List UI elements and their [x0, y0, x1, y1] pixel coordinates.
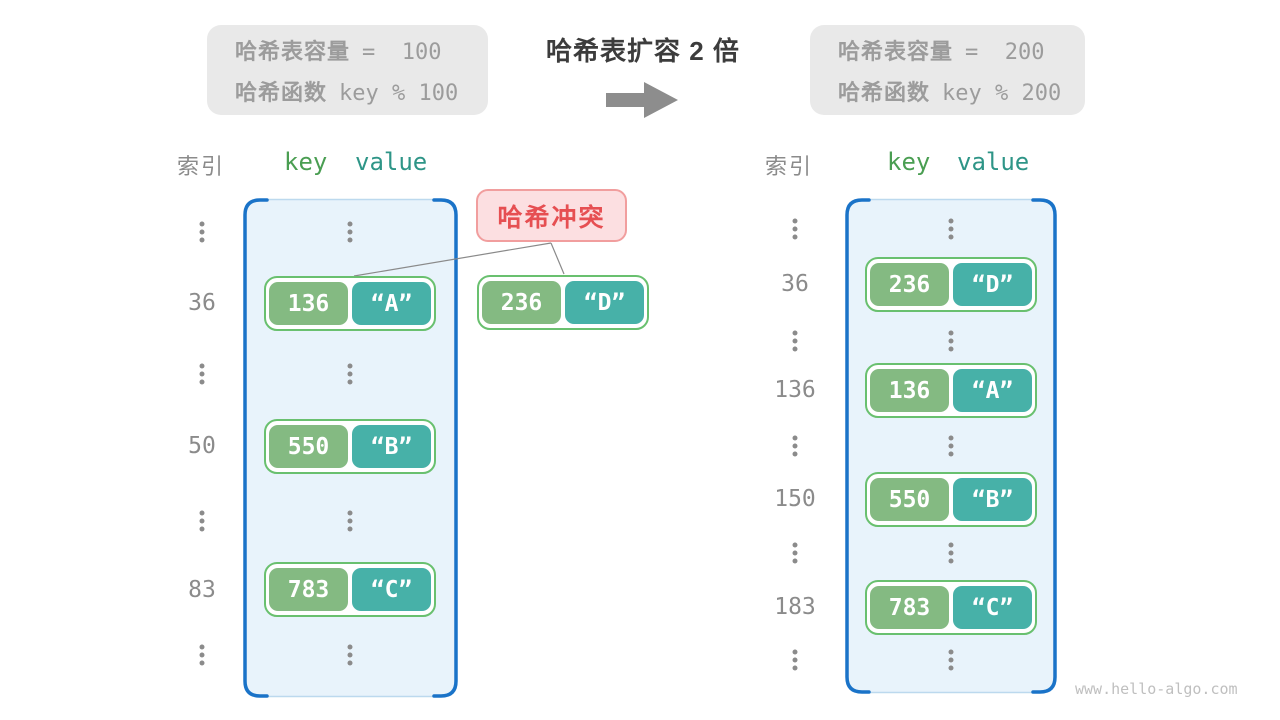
key-cell: 136 [870, 369, 949, 412]
ellipsis-icon [948, 542, 954, 564]
kv-pair: 550 “B” [865, 472, 1037, 527]
index-label: 136 [774, 377, 816, 403]
ellipsis-icon [792, 649, 798, 671]
key-cell: 236 [870, 263, 949, 306]
ellipsis-icon [948, 330, 954, 352]
page-title: 哈希表扩容 2 倍 [546, 36, 740, 66]
index-label: 150 [774, 486, 816, 512]
hash-function-value: key % 100 [339, 80, 459, 106]
capacity-label: 哈希表容量 [235, 38, 351, 64]
ellipsis-icon [347, 363, 353, 385]
index-label: 50 [188, 433, 216, 459]
ellipsis-icon [792, 330, 798, 352]
key-cell: 136 [269, 282, 348, 325]
kv-pair: 550 “B” [264, 419, 436, 474]
column-header-value: value [355, 148, 428, 176]
value-cell: “C” [953, 586, 1032, 629]
key-cell: 236 [482, 281, 561, 324]
collision-callout: 哈希冲突 [476, 189, 627, 242]
capacity-line: 哈希表容量 = 200 [838, 34, 1085, 66]
hash-function-label: 哈希函数 [838, 79, 931, 105]
value-cell: “D” [953, 263, 1032, 306]
index-label: 36 [781, 271, 809, 297]
key-cell: 550 [870, 478, 949, 521]
ellipsis-icon [792, 218, 798, 240]
value-cell: “B” [352, 425, 431, 468]
kv-pair: 136 “A” [865, 363, 1037, 418]
value-cell: “C” [352, 568, 431, 611]
key-cell: 783 [269, 568, 348, 611]
kv-pair: 136 “A” [264, 276, 436, 331]
hash-function-label: 哈希函数 [235, 79, 328, 105]
column-header-value: value [957, 148, 1030, 176]
ellipsis-icon [199, 363, 205, 385]
ellipsis-icon [948, 649, 954, 671]
column-header-key: key [887, 148, 931, 176]
column-header-index: 索引 [177, 154, 226, 179]
capacity-value: = 100 [362, 39, 442, 65]
index-label: 36 [188, 290, 216, 316]
index-label: 83 [188, 577, 216, 603]
ellipsis-icon [792, 542, 798, 564]
arrow-right-icon [606, 82, 678, 118]
column-header-index: 索引 [765, 154, 814, 179]
capacity-spec-box-after: 哈希表容量 = 200 哈希函数 key % 200 [810, 25, 1085, 115]
kv-pair-colliding: 236 “D” [477, 275, 649, 330]
hash-function-line: 哈希函数 key % 100 [235, 75, 488, 107]
key-cell: 783 [870, 586, 949, 629]
ellipsis-icon [948, 435, 954, 457]
kv-pair: 236 “D” [865, 257, 1037, 312]
value-cell: “A” [352, 282, 431, 325]
key-cell: 550 [269, 425, 348, 468]
capacity-line: 哈希表容量 = 100 [235, 34, 488, 66]
capacity-value: = 200 [965, 39, 1045, 65]
capacity-spec-box-before: 哈希表容量 = 100 哈希函数 key % 100 [207, 25, 488, 115]
value-cell: “A” [953, 369, 1032, 412]
column-header-key: key [284, 148, 328, 176]
ellipsis-icon [199, 644, 205, 666]
ellipsis-icon [199, 510, 205, 532]
kv-pair: 783 “C” [865, 580, 1037, 635]
index-label: 183 [774, 594, 816, 620]
ellipsis-icon [948, 218, 954, 240]
hash-function-value: key % 200 [942, 80, 1062, 106]
capacity-label: 哈希表容量 [838, 38, 954, 64]
ellipsis-icon [347, 221, 353, 243]
value-cell: “D” [565, 281, 644, 324]
ellipsis-icon [347, 644, 353, 666]
watermark: www.hello-algo.com [1075, 680, 1238, 698]
kv-pair: 783 “C” [264, 562, 436, 617]
value-cell: “B” [953, 478, 1032, 521]
ellipsis-icon [792, 435, 798, 457]
ellipsis-icon [347, 510, 353, 532]
ellipsis-icon [199, 221, 205, 243]
hash-function-line: 哈希函数 key % 200 [838, 75, 1085, 107]
